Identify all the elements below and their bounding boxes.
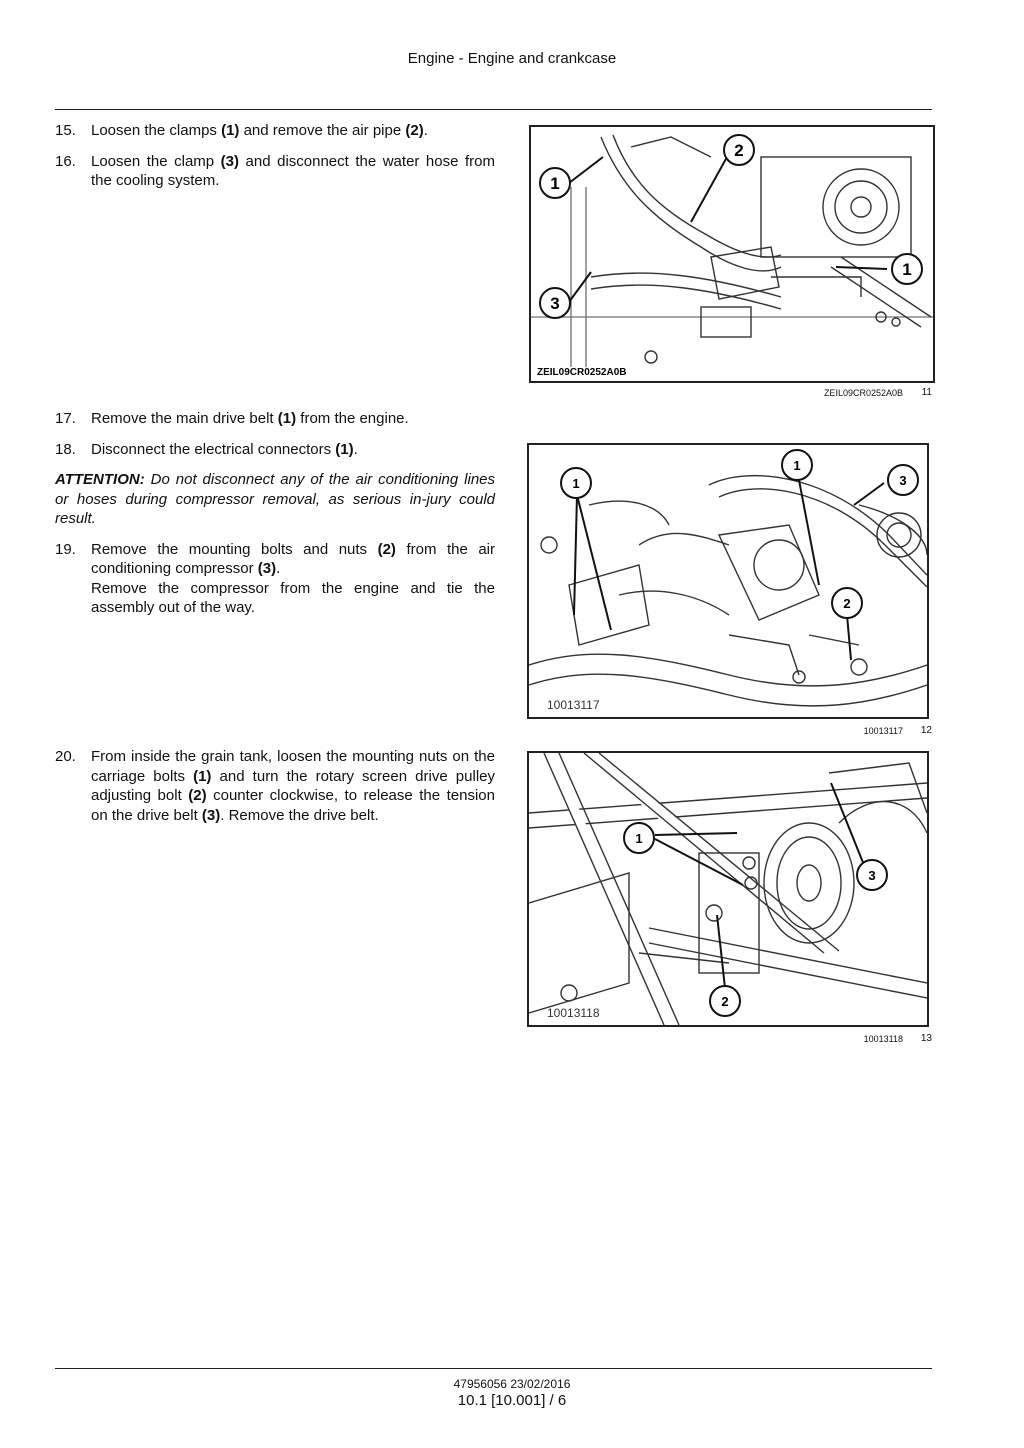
callout-label: 2 xyxy=(843,596,850,611)
callout-ref: (2) xyxy=(188,787,207,804)
callout-label: 2 xyxy=(734,141,743,160)
step-text: Remove the compressor from the engine an… xyxy=(91,579,495,617)
callout-label: 1 xyxy=(793,458,800,473)
attention-notice: ATTENTION: Do not disconnect any of the … xyxy=(55,470,495,529)
figure-13-caption: 10013118 xyxy=(863,1034,903,1044)
step-number: 16. xyxy=(55,152,76,170)
callout-ref: (1) xyxy=(193,767,212,785)
steps-group-2: 17. Remove the main drive belt (1) from … xyxy=(55,409,495,629)
callout-label: 3 xyxy=(868,868,875,883)
attention-text: Do not disconnect any of the air conditi… xyxy=(55,471,495,527)
callout-label: 1 xyxy=(635,831,642,846)
figure-11-image: 1 2 1 3 ZEIL09CR0252A0B xyxy=(529,125,935,383)
figure-13-number: 13 xyxy=(920,1033,932,1044)
callout-ref: (1) xyxy=(221,122,240,139)
step-18: 18. Disconnect the electrical connectors… xyxy=(55,440,495,460)
callout-circles: 1 2 1 3 xyxy=(539,134,923,319)
callout-label: 1 xyxy=(550,174,559,193)
step-16: 16. Loosen the clamp (3) and disconnect … xyxy=(55,152,495,191)
footer-page-number: 10.1 [10.001] / 6 xyxy=(457,1392,567,1409)
step-text: from the engine. xyxy=(296,410,409,427)
step-text: counter clockwise, to release the tensio… xyxy=(91,787,495,824)
footer-doc-id: 47956056 23/02/2016 xyxy=(453,1377,571,1391)
callout-ref: (3) xyxy=(201,806,221,824)
step-text: Remove the mounting bolts and nuts xyxy=(91,540,378,558)
figure-inner-code: ZEIL09CR0252A0B xyxy=(537,367,626,378)
callout-ref: (1) xyxy=(277,410,297,427)
step-text: Disconnect the electrical connectors xyxy=(91,440,336,458)
step-text: Loosen the clamps xyxy=(91,122,222,139)
footer-rule xyxy=(55,1368,932,1369)
figure-11-number: 11 xyxy=(921,387,932,398)
pulley-belt-illustration: 1 3 2 10013118 xyxy=(529,753,927,1025)
callout-label: 2 xyxy=(721,994,728,1009)
step-17: 17. Remove the main drive belt (1) from … xyxy=(55,409,495,429)
callout-circles: 1 3 2 xyxy=(623,822,888,1017)
step-text: From inside the grain tank, loosen the m… xyxy=(91,748,495,785)
step-19: 19. Remove the mounting bolts and nuts (… xyxy=(55,540,495,618)
step-number: 15. xyxy=(55,122,76,139)
header-rule xyxy=(55,109,932,110)
step-text: . xyxy=(423,122,428,139)
callout-ref: (3) xyxy=(257,560,277,577)
callout-label: 1 xyxy=(572,476,579,491)
callout-label: 1 xyxy=(902,260,911,279)
step-text: from the air conditioning compressor xyxy=(91,540,495,578)
page-header-title: Engine - Engine and crankcase xyxy=(407,50,617,67)
compressor-connectors-illustration: 1 1 3 2 10013117 xyxy=(529,449,927,712)
figure-13-image: 1 3 2 10013118 xyxy=(527,751,929,1027)
callout-ref: (3) xyxy=(220,152,240,170)
callout-ref: (2) xyxy=(405,122,424,139)
step-text: . xyxy=(353,440,358,458)
callout-label: 3 xyxy=(899,473,906,488)
step-text: and disconnect the water hose from the c… xyxy=(91,152,495,190)
step-number: 19. xyxy=(55,540,76,558)
step-text: Remove the main drive belt xyxy=(91,410,278,427)
steps-group-3: 20. From inside the grain tank, loosen t… xyxy=(55,747,495,836)
step-text: and remove the air pipe xyxy=(239,122,406,139)
figure-12-image: 1 1 3 2 10013117 xyxy=(527,443,929,719)
callout-label: 3 xyxy=(550,294,559,313)
figure-inner-code: 10013117 xyxy=(547,698,600,712)
step-text: . xyxy=(276,560,281,577)
step-20: 20. From inside the grain tank, loosen t… xyxy=(55,747,495,825)
figure-inner-code: 10013118 xyxy=(547,1006,600,1020)
attention-label: ATTENTION: xyxy=(55,471,145,488)
step-text: Loosen the clamp xyxy=(91,152,221,170)
step-text: and turn the rotary screen drive pulley … xyxy=(91,767,495,805)
step-number: 18. xyxy=(55,440,76,458)
figure-12-caption: 10013117 xyxy=(863,726,903,736)
step-text: . Remove the drive belt. xyxy=(220,806,379,824)
step-15: 15. Loosen the clamps (1) and remove the… xyxy=(55,121,495,141)
steps-group-1: 15. Loosen the clamps (1) and remove the… xyxy=(55,121,495,202)
engine-hoses-illustration: 1 2 1 3 ZEIL09CR0252A0B xyxy=(531,134,933,378)
callout-circles: 1 1 3 2 xyxy=(560,449,919,619)
figure-11-caption: ZEIL09CR0252A0B xyxy=(823,388,903,398)
step-number: 17. xyxy=(55,410,76,427)
step-number: 20. xyxy=(55,748,76,765)
callout-ref: (1) xyxy=(335,440,354,458)
callout-ref: (2) xyxy=(377,540,396,558)
figure-12-number: 12 xyxy=(920,725,932,736)
